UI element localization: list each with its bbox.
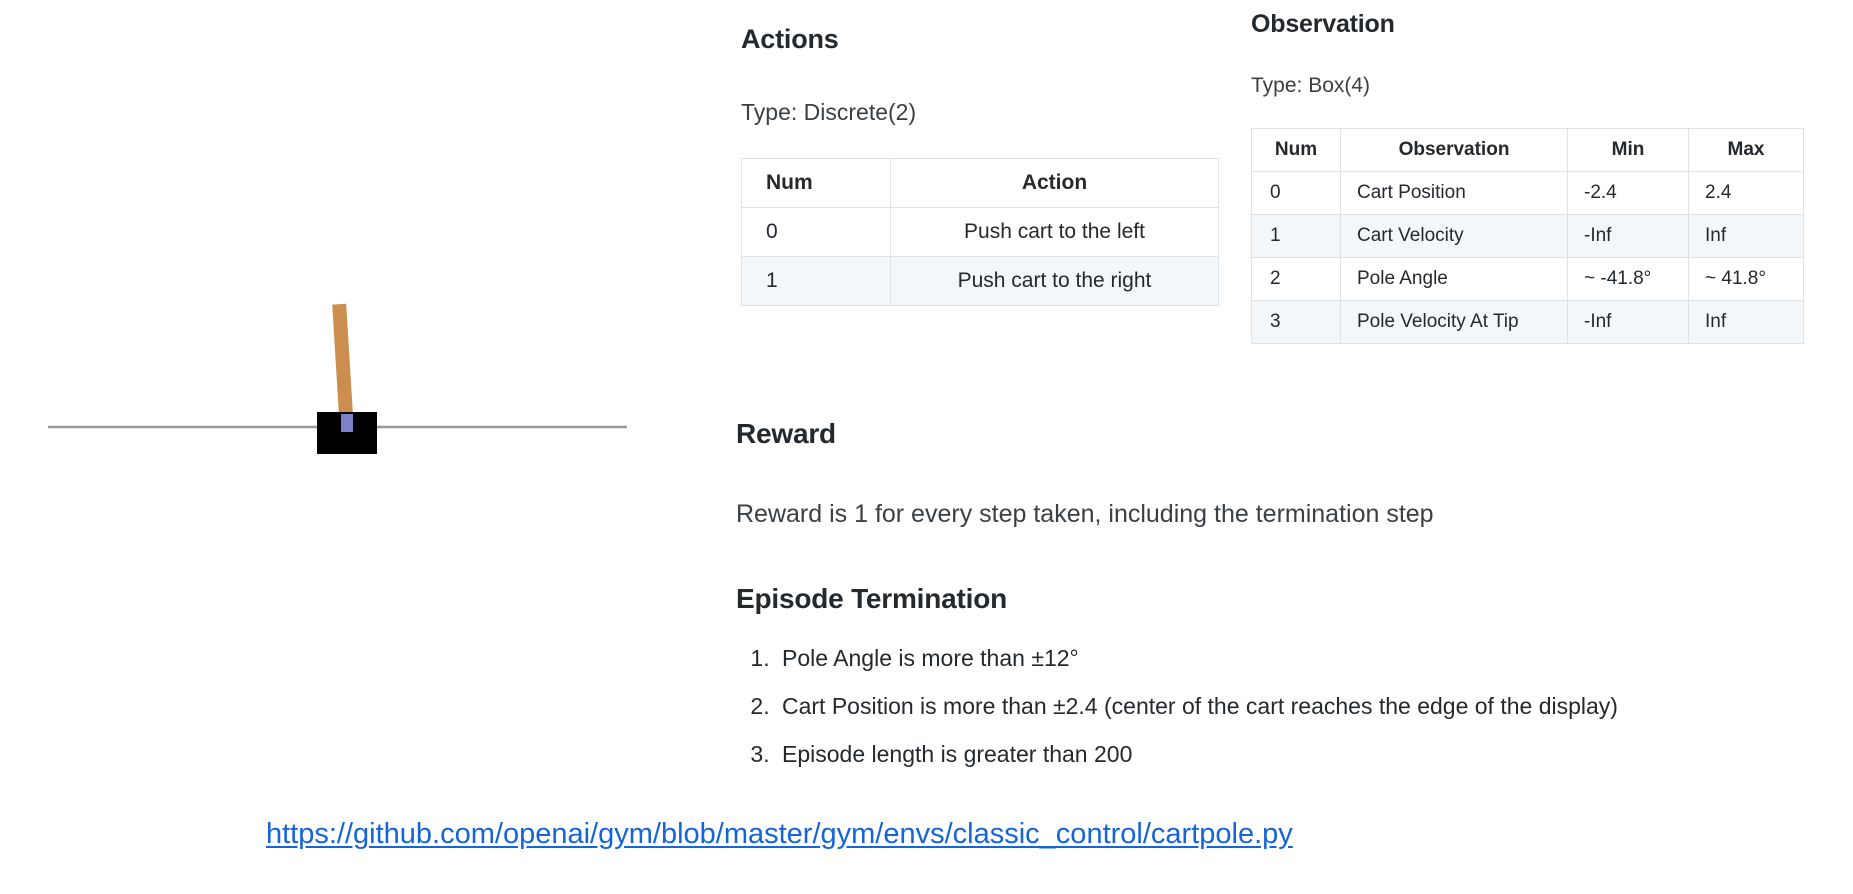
actions-cell-num: 1 [741,256,891,306]
list-item: Episode length is greater than 200 [776,741,1618,768]
observation-cell-min: ~ -41.8° [1567,257,1689,301]
observation-cell-num: 0 [1251,171,1341,215]
actions-table: Num Action 0 Push cart to the left 1 Pus… [741,158,1219,306]
actions-table-body: 0 Push cart to the left 1 Push cart to t… [741,207,1219,306]
observation-table-body: 0 Cart Position -2.4 2.4 1 Cart Velocity… [1251,171,1804,344]
observation-heading: Observation [1251,10,1395,38]
observation-cell-max: Inf [1688,300,1804,344]
actions-header-row: Num Action [741,158,1219,208]
table-row: 0 Push cart to the left [741,207,1219,257]
actions-type-text: Type: Discrete(2) [741,99,917,125]
observation-header-row: Num Observation Min Max [1251,128,1804,172]
observation-col-header-min: Min [1567,128,1689,172]
cart-axle [341,414,353,432]
observation-cell-min: -2.4 [1567,171,1689,215]
actions-table-container: Num Action 0 Push cart to the left 1 Pus… [741,158,1219,306]
table-row: 0 Cart Position -2.4 2.4 [1251,171,1804,215]
pole [332,303,355,435]
observation-table-head: Num Observation Min Max [1251,128,1804,172]
list-item: Pole Angle is more than ±12° [776,645,1618,672]
observation-cell-max: Inf [1688,214,1804,258]
actions-col-header-action: Action [890,158,1219,208]
source-code-link[interactable]: https://github.com/openai/gym/blob/maste… [266,818,1293,850]
actions-cell-num: 0 [741,207,891,257]
table-row: 1 Push cart to the right [741,256,1219,306]
observation-cell-num: 1 [1251,214,1341,258]
observation-cell-name: Cart Position [1340,171,1568,215]
episode-termination-heading: Episode Termination [736,583,1008,614]
observation-cell-name: Cart Velocity [1340,214,1568,258]
cartpole-svg [48,303,627,454]
actions-cell-action: Push cart to the right [890,256,1219,306]
list-item: Cart Position is more than ±2.4 (center … [776,693,1618,720]
observation-cell-name: Pole Velocity At Tip [1340,300,1568,344]
table-row: 2 Pole Angle ~ -41.8° ~ 41.8° [1251,257,1804,301]
actions-cell-action: Push cart to the left [890,207,1219,257]
observation-cell-name: Pole Angle [1340,257,1568,301]
observation-cell-max: ~ 41.8° [1688,257,1804,301]
actions-table-head: Num Action [741,158,1219,208]
observation-cell-num: 2 [1251,257,1341,301]
actions-heading: Actions [741,24,839,54]
table-row: 1 Cart Velocity -Inf Inf [1251,214,1804,258]
observation-cell-min: -Inf [1567,300,1689,344]
observation-cell-max: 2.4 [1688,171,1804,215]
reward-description: Reward is 1 for every step taken, includ… [736,500,1434,528]
observation-col-header-num: Num [1251,128,1341,172]
observation-table: Num Observation Min Max 0 Cart Position … [1251,128,1804,344]
observation-type-text: Type: Box(4) [1251,74,1371,97]
table-row: 3 Pole Velocity At Tip -Inf Inf [1251,300,1804,344]
observation-cell-num: 3 [1251,300,1341,344]
episode-termination-list: Pole Angle is more than ±12° Cart Positi… [736,645,1618,789]
observation-cell-min: -Inf [1567,214,1689,258]
reward-heading: Reward [736,418,836,449]
cartpole-figure [0,0,700,889]
observation-col-header-max: Max [1688,128,1804,172]
observation-table-container: Num Observation Min Max 0 Cart Position … [1251,128,1804,344]
observation-col-header-observation: Observation [1340,128,1568,172]
actions-col-header-num: Num [741,158,891,208]
